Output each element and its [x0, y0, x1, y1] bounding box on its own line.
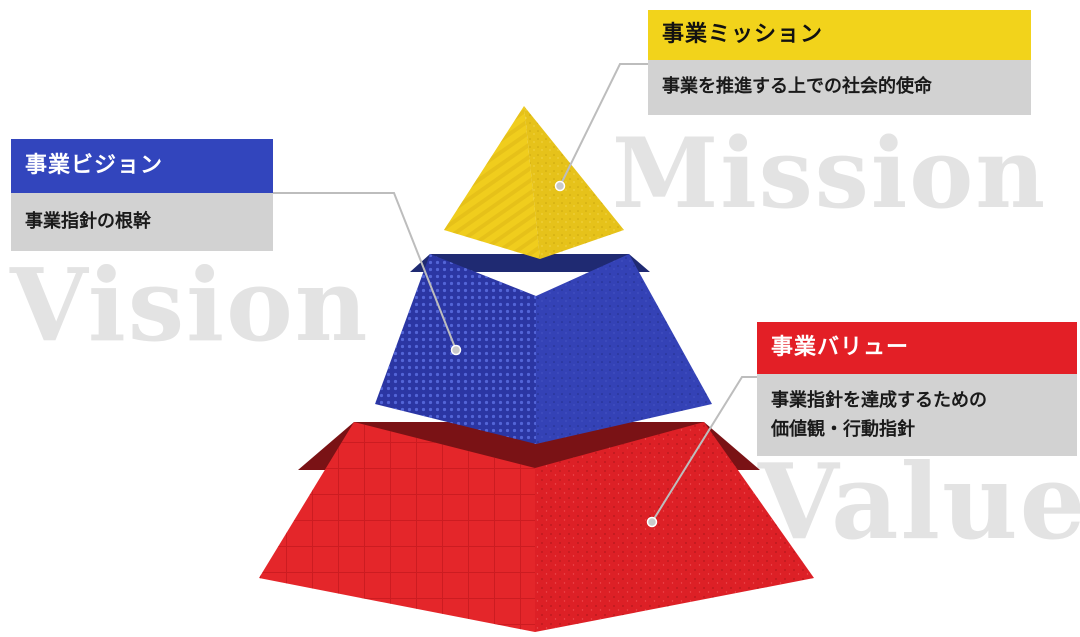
mission-card-description: 事業を推進する上での社会的使命 — [648, 60, 1031, 115]
value-card-description: 事業指針を達成するための 価値観・行動指針 — [757, 374, 1077, 456]
mission-card: 事業ミッション 事業を推進する上での社会的使命 — [648, 10, 1031, 115]
vision-card-description: 事業指針の根幹 — [11, 193, 273, 251]
vision-connector — [273, 192, 457, 351]
vision-connector-dot — [450, 344, 462, 356]
vision-tier — [375, 254, 712, 444]
value-connector-dot — [646, 516, 658, 528]
vision-card-title: 事業ビジョン — [11, 139, 273, 193]
value-card-description-line-2: 価値観・行動指針 — [771, 419, 915, 440]
mission-connector — [559, 63, 648, 187]
vision-background-word: Vision — [10, 246, 370, 364]
mission-card-title: 事業ミッション — [648, 10, 1031, 60]
vision-card: 事業ビジョン 事業指針の根幹 — [11, 139, 273, 251]
vision-tier-top — [410, 254, 650, 272]
connector-lines — [273, 63, 757, 523]
value-card-title: 事業バリュー — [757, 322, 1077, 374]
value-connector — [651, 376, 757, 523]
value-tier — [259, 422, 814, 632]
mission-connector-dot — [554, 180, 566, 192]
value-background-word: Value — [758, 440, 1080, 563]
value-card: 事業バリュー 事業指針を達成するための 価値観・行動指針 — [757, 322, 1077, 456]
mission-tier — [444, 106, 624, 259]
mission-background-word: Mission — [612, 117, 1048, 230]
value-card-description-line-1: 事業指針を達成するための — [771, 390, 987, 411]
